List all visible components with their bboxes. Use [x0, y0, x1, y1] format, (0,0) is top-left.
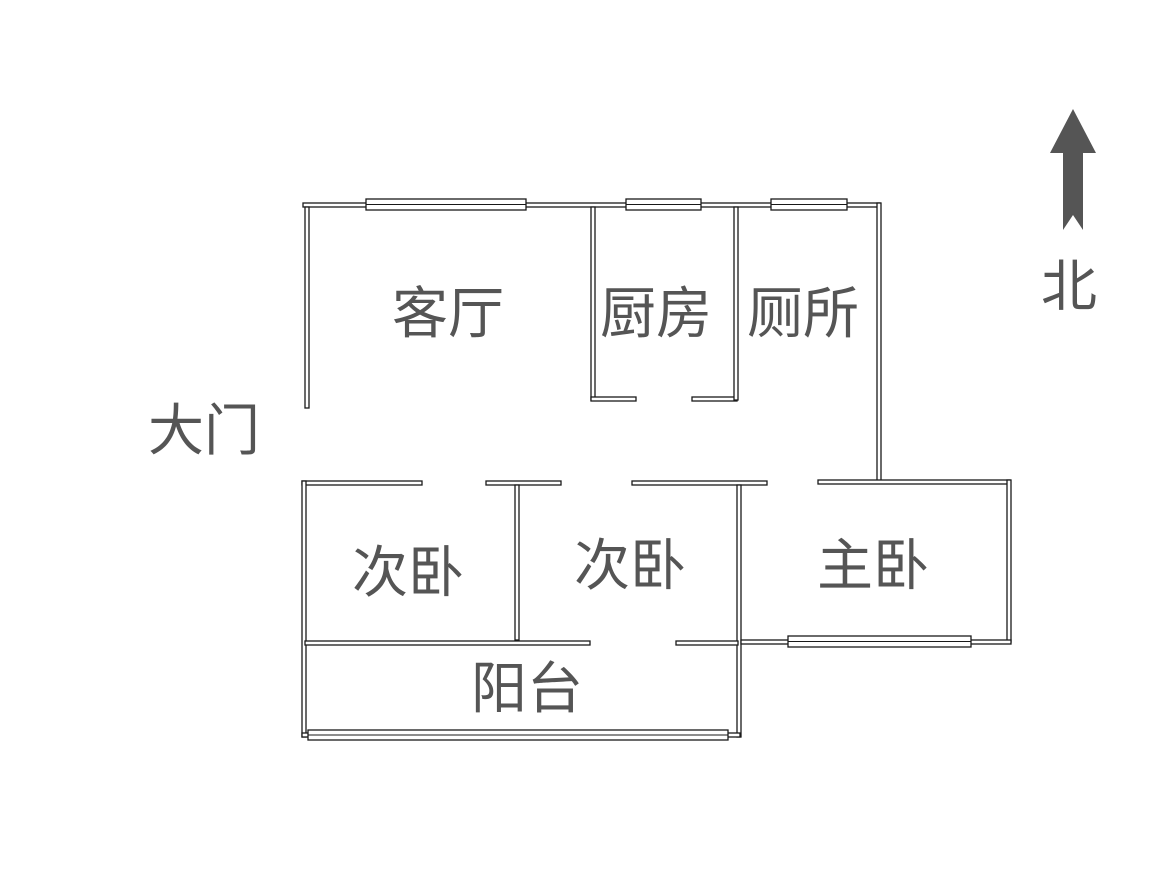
- main-door-label: 大门: [148, 399, 260, 464]
- north-arrow-icon: [1050, 109, 1096, 230]
- balcony-top-walls: [304, 640, 739, 646]
- bedroom-partition-walls: [514, 479, 1012, 738]
- toilet-window: [770, 198, 848, 211]
- balcony-label: 阳台: [471, 657, 583, 722]
- second-bedroom-middle-label: 次卧: [574, 534, 686, 599]
- left-exterior-wall: [301, 480, 307, 738]
- second-bedroom-left-label: 次卧: [352, 541, 464, 606]
- toilet-label: 厕所: [747, 282, 859, 347]
- master-bedroom-label: 主卧: [817, 534, 929, 599]
- living-room-label: 客厅: [392, 282, 504, 347]
- kitchen-walls: [590, 206, 739, 402]
- master-bedroom-window: [787, 635, 972, 648]
- kitchen-label: 厨房: [600, 282, 712, 347]
- balcony-window: [307, 729, 729, 741]
- living-room-window: [365, 198, 527, 211]
- bedroom-top-walls: [301, 479, 1011, 486]
- kitchen-window: [625, 198, 702, 211]
- living-room-left-wall: [304, 206, 310, 409]
- toilet-right-wall: [876, 202, 882, 484]
- north-label: 北: [1041, 255, 1097, 320]
